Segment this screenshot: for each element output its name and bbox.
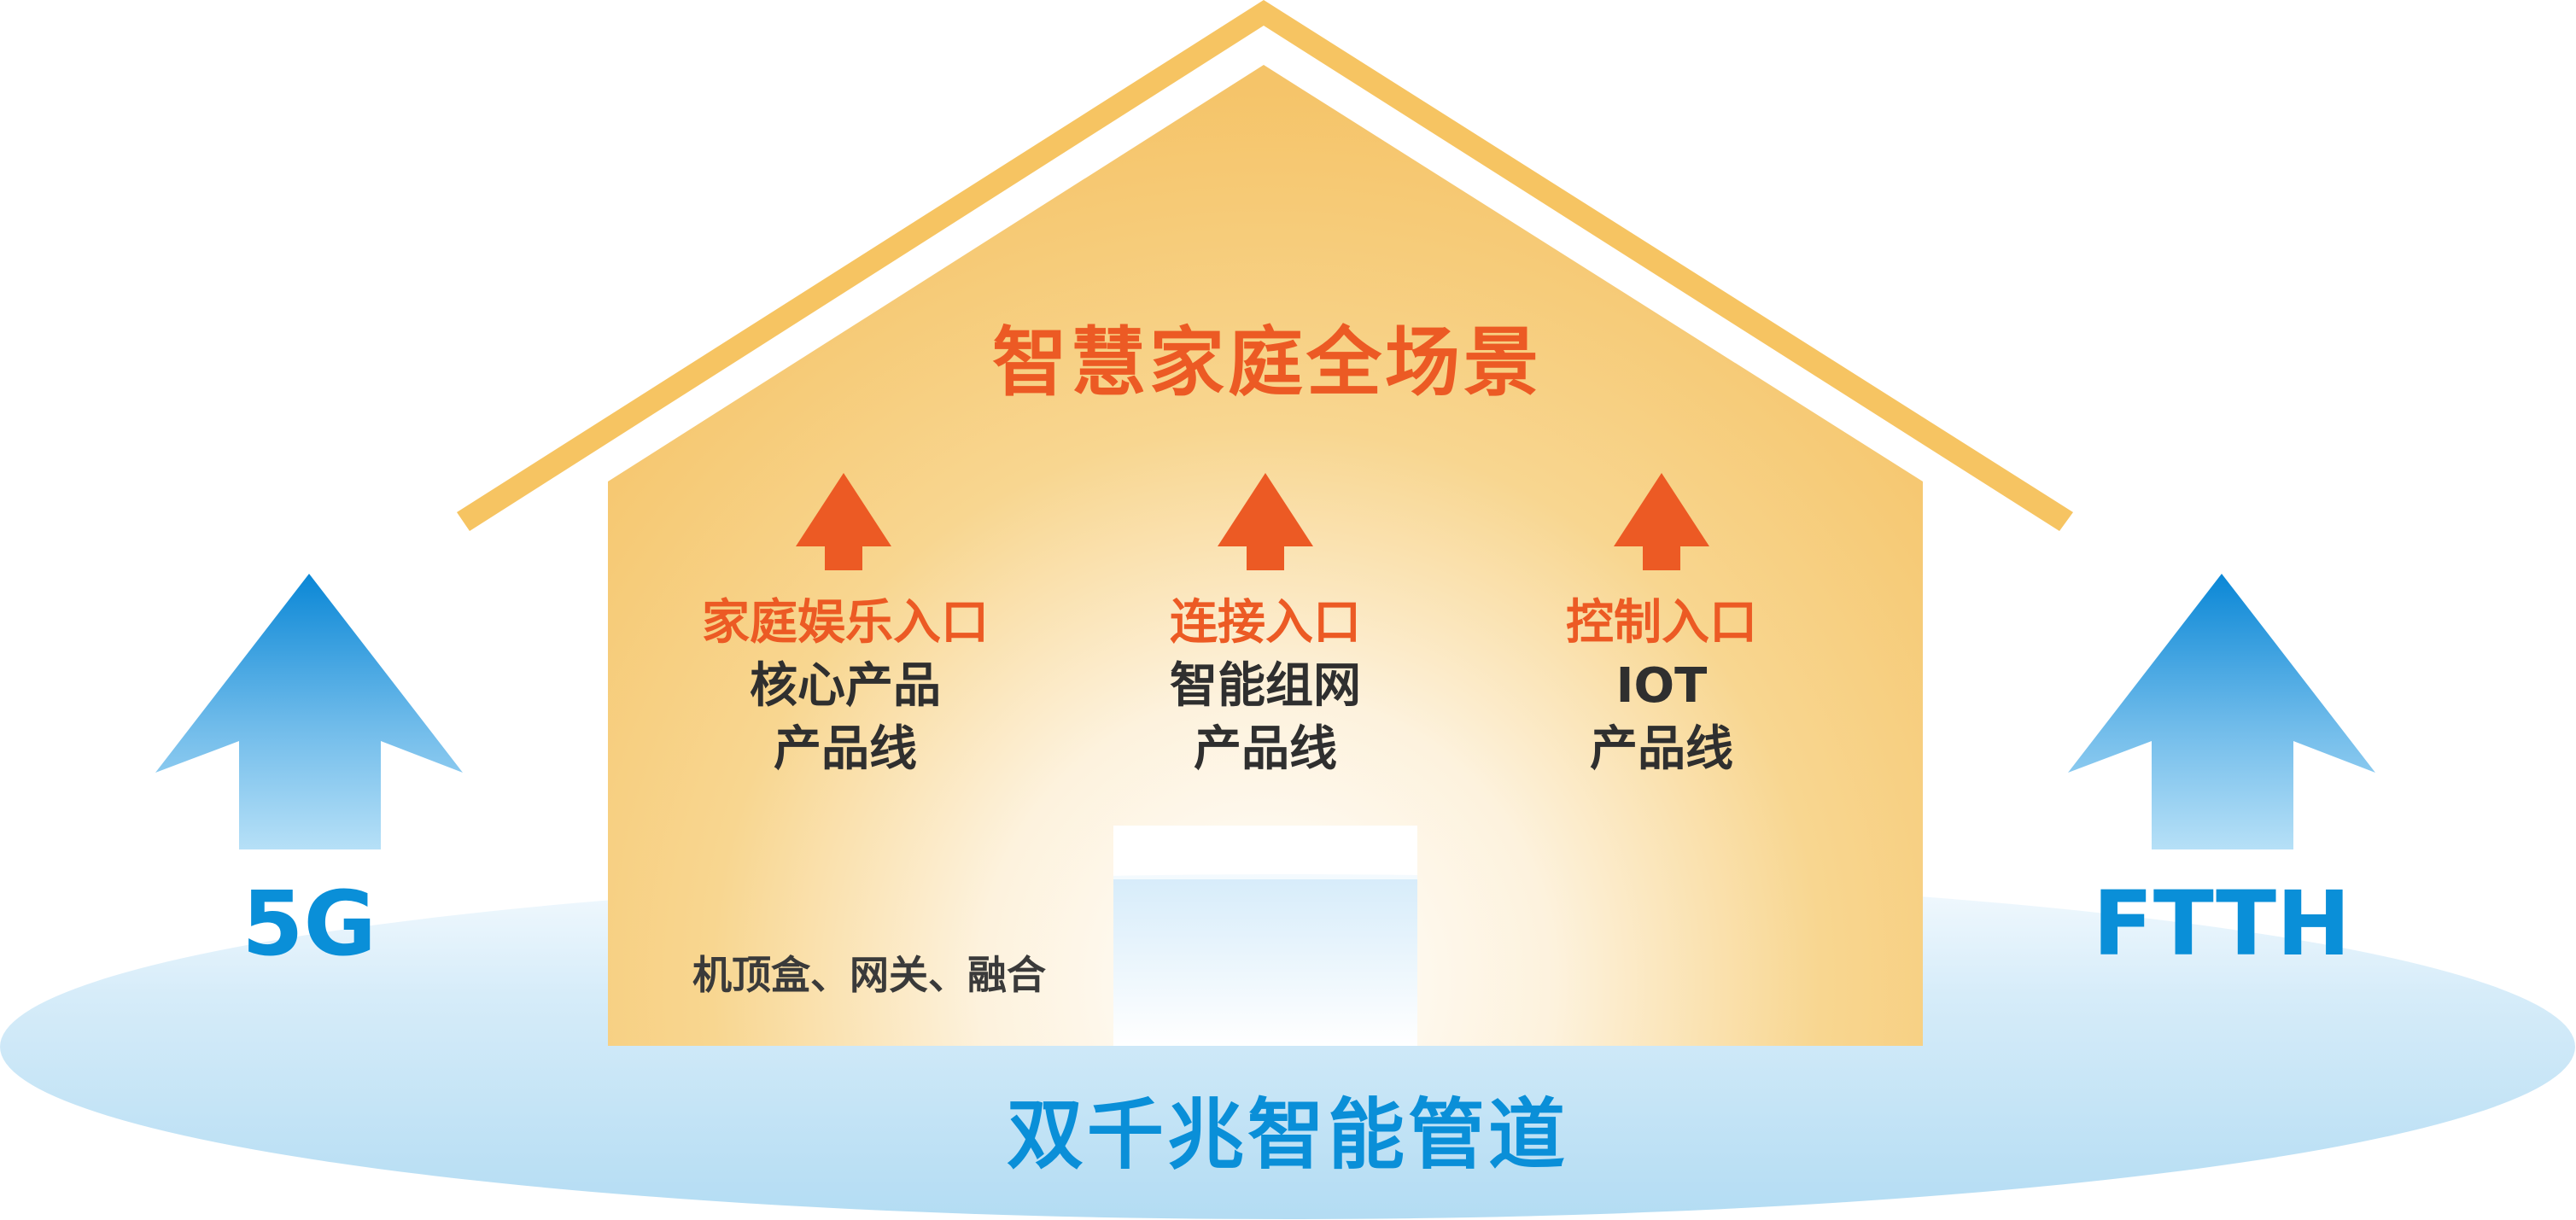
column-line-product-line: 产品线 [1590,721,1733,777]
entry-label-entertainment: 家庭娱乐入口 [702,595,989,651]
column-line-smart-networking: 智能组网 [1170,658,1361,714]
scene-title: 智慧家庭全场景 [992,318,1542,406]
arrow-up-icon [1218,473,1313,570]
entry-label-connection: 连接入口 [1170,595,1361,651]
arrow-up-icon [1614,473,1709,570]
column-line-core-product: 核心产品 [750,658,941,714]
arrow-up-icon [2068,574,2375,849]
arrow-up-icon [155,574,463,849]
column-line-product-line: 产品线 [1194,721,1337,777]
column-line-iot: IOT [1616,658,1708,714]
hardware-caption: 机顶盒、网关、融合 [692,952,1046,998]
entry-label-control: 控制入口 [1566,595,1757,651]
house-door [1113,879,1417,1046]
label-ftth: FTTH [2093,872,2351,976]
column-line-product-line: 产品线 [774,721,917,777]
arrow-up-icon [796,473,891,570]
label-5g: 5G [242,872,377,976]
pipeline-caption: 双千兆智能管道 [1007,1090,1568,1180]
